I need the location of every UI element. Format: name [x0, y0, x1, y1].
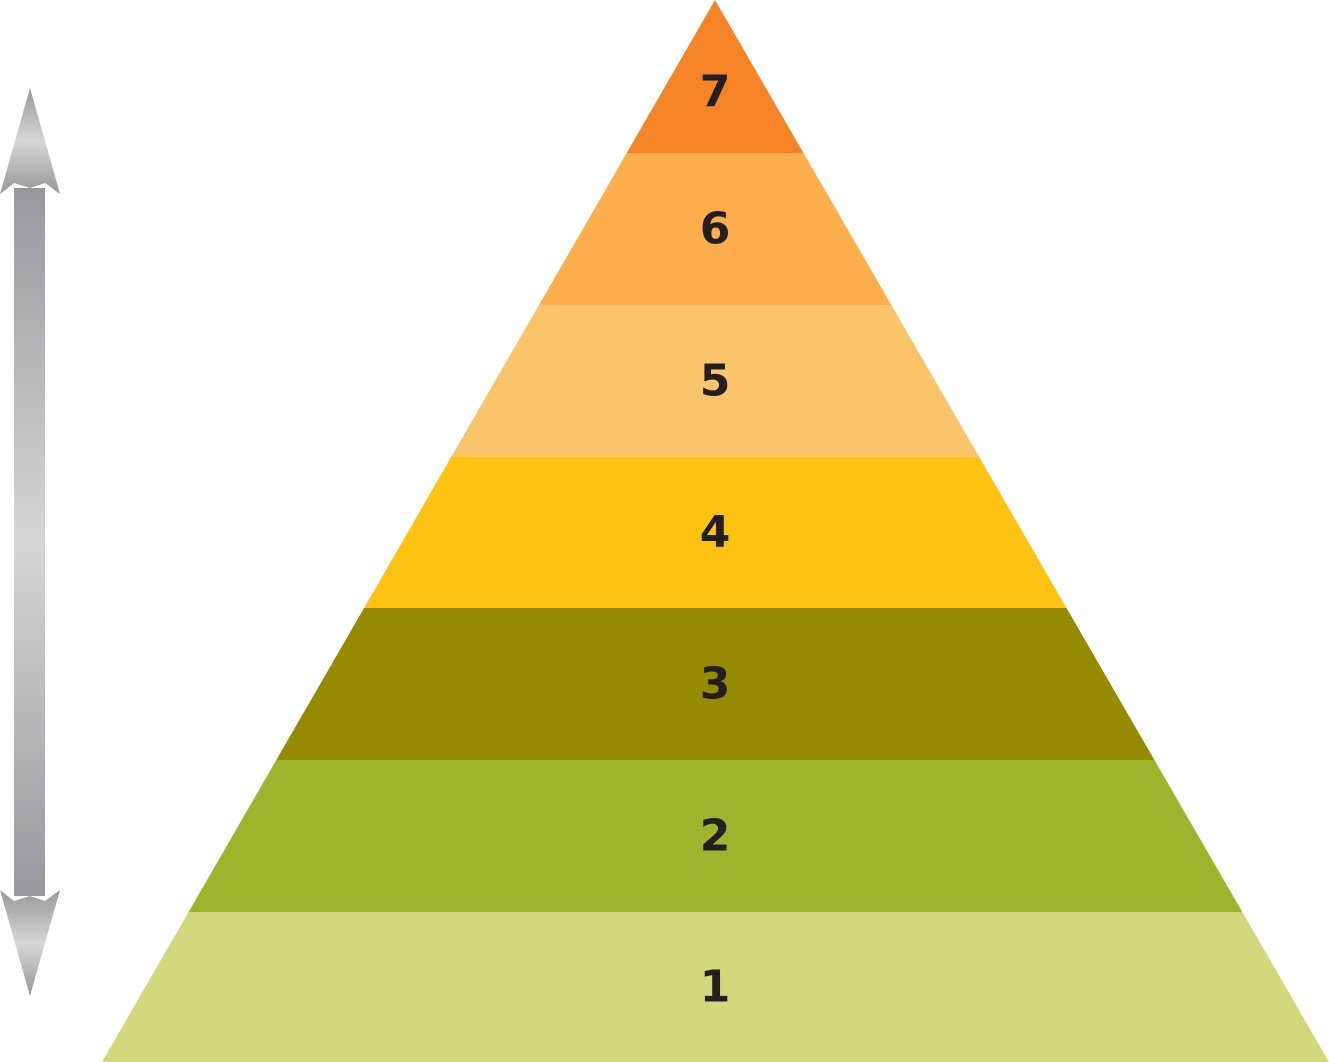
pyramid-level-number: 1	[700, 962, 731, 1013]
pyramid-level-number: 4	[700, 507, 731, 558]
double-arrow-icon	[0, 88, 60, 996]
pyramid-level-band	[102, 912, 1329, 1062]
pyramid-level-band	[626, 0, 804, 153]
pyramid-level-3: 3	[276, 608, 1155, 760]
pyramid: 1 2 3 4 5 6 7	[102, 0, 1329, 1062]
pyramid-level-1: 1	[102, 912, 1329, 1062]
pyramid-level-number: 5	[700, 356, 731, 407]
pyramid-level-number: 6	[700, 204, 731, 255]
arrow-shaft	[14, 188, 45, 896]
pyramid-level-band	[364, 457, 1067, 608]
pyramid-level-number: 7	[700, 67, 731, 118]
pyramid-level-number: 2	[700, 811, 731, 862]
pyramid-level-band	[451, 305, 980, 457]
pyramid-level-band	[539, 153, 892, 305]
arrow-head-up	[0, 88, 60, 194]
pyramid-level-5: 5	[451, 305, 980, 457]
pyramid-level-2: 2	[188, 760, 1243, 912]
pyramid-level-band	[276, 608, 1155, 760]
pyramid-level-4: 4	[364, 457, 1067, 608]
pyramid-level-7: 7	[626, 0, 804, 153]
arrow-head-down	[0, 890, 60, 996]
pyramid-level-band	[188, 760, 1243, 912]
pyramid-level-6: 6	[539, 153, 892, 305]
pyramid-level-number: 3	[700, 659, 731, 710]
